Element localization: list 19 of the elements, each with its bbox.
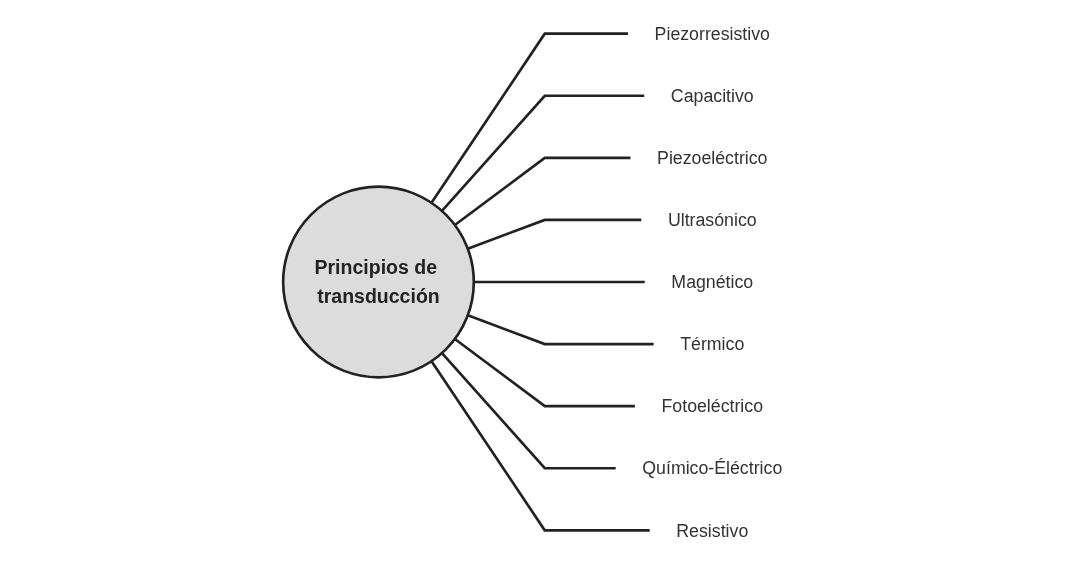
node-text: Químico-Éléctrico [642, 458, 783, 478]
node-text: Capacitivo [670, 86, 754, 106]
node-text: Piezorresistivo [654, 23, 770, 44]
node-text: Ultrasónico [667, 210, 757, 230]
connector [430, 32, 628, 204]
node-text: Térmico [680, 334, 745, 354]
node-text: Resistivo [676, 520, 749, 541]
connector [440, 94, 645, 212]
node-text: Piezoeléctrico [657, 148, 768, 168]
node-circle: Principios de transducción [281, 185, 476, 379]
node-text: Magnético [671, 272, 754, 292]
connector [467, 218, 642, 250]
node-text: Fotoeléctrico [661, 396, 764, 416]
connector [440, 352, 616, 470]
connector [473, 280, 645, 284]
connector [430, 360, 650, 532]
connector [467, 314, 654, 346]
connector [454, 156, 631, 227]
connector [454, 337, 635, 408]
